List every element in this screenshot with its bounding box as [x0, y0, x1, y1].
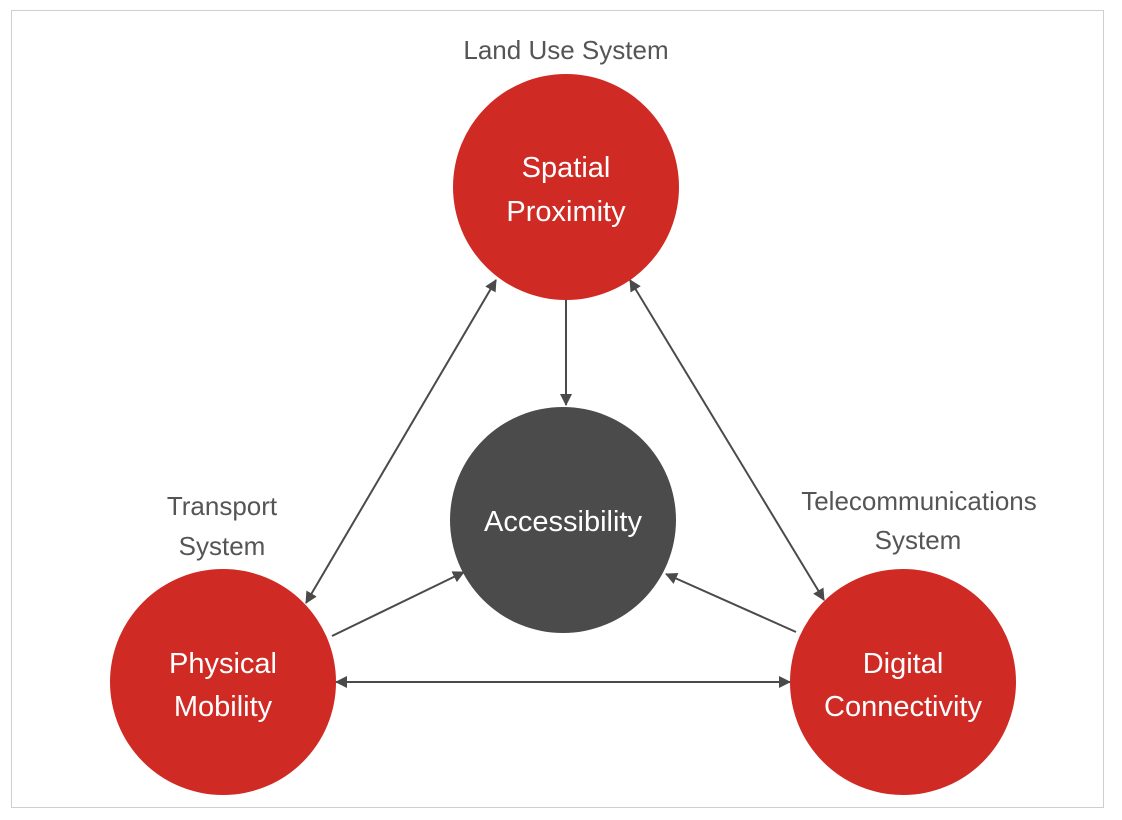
- telecommunications-system-label-line2: System: [875, 525, 962, 555]
- spatial-proximity-label-line2: Proximity: [506, 196, 626, 228]
- accessibility-circle: [450, 407, 676, 633]
- arrow-spatial-digital: [629, 279, 825, 601]
- node-accessibility: Accessibility: [450, 407, 676, 633]
- physical-mobility-circle: [110, 569, 336, 795]
- arrow-physical-to-accessibility: [331, 571, 465, 637]
- arrow-spatial-physical: [305, 279, 497, 604]
- node-digital-connectivity: Digital Connectivity: [790, 569, 1016, 795]
- physical-mobility-label-line1: Physical: [169, 648, 277, 680]
- digital-connectivity-label-line2: Connectivity: [824, 691, 982, 723]
- accessibility-label: Accessibility: [484, 506, 642, 538]
- spatial-proximity-label-line1: Spatial: [522, 152, 611, 184]
- digital-connectivity-label-line1: Digital: [863, 648, 944, 680]
- digital-connectivity-circle: [790, 569, 1016, 795]
- transport-system-label-line2: System: [179, 531, 266, 561]
- arrow-digital-to-accessibility: [665, 573, 797, 633]
- transport-system-label-line1: Transport: [167, 491, 278, 521]
- node-spatial-proximity: Spatial Proximity: [453, 74, 679, 300]
- land-use-system-label: Land Use System: [463, 35, 668, 65]
- telecommunications-system-label-line1: Telecommunications: [801, 486, 1037, 516]
- physical-mobility-label-line2: Mobility: [174, 691, 273, 723]
- spatial-proximity-circle: [453, 74, 679, 300]
- node-physical-mobility: Physical Mobility: [110, 569, 336, 795]
